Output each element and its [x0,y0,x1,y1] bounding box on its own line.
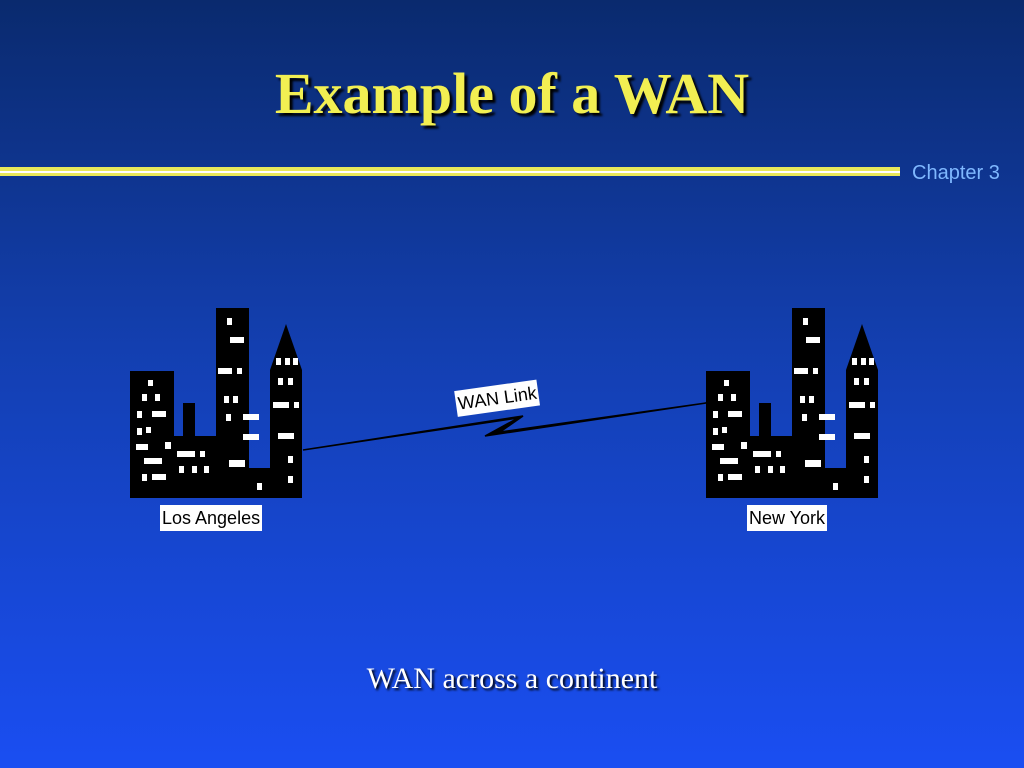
title-rule [0,167,900,171]
chapter-label: Chapter 3 [912,162,1000,184]
slide-title: Example of a WAN [274,61,750,126]
title-rule-highlight [0,171,900,173]
wan-link-line [302,402,707,451]
title-rule-lower [0,173,900,176]
los-angeles-label: Los Angeles [160,505,263,531]
la-city-icon [130,308,302,498]
ny-city-icon [706,308,878,498]
slide-caption: WAN across a continent [366,662,658,695]
new-york-label: New York [747,505,828,531]
